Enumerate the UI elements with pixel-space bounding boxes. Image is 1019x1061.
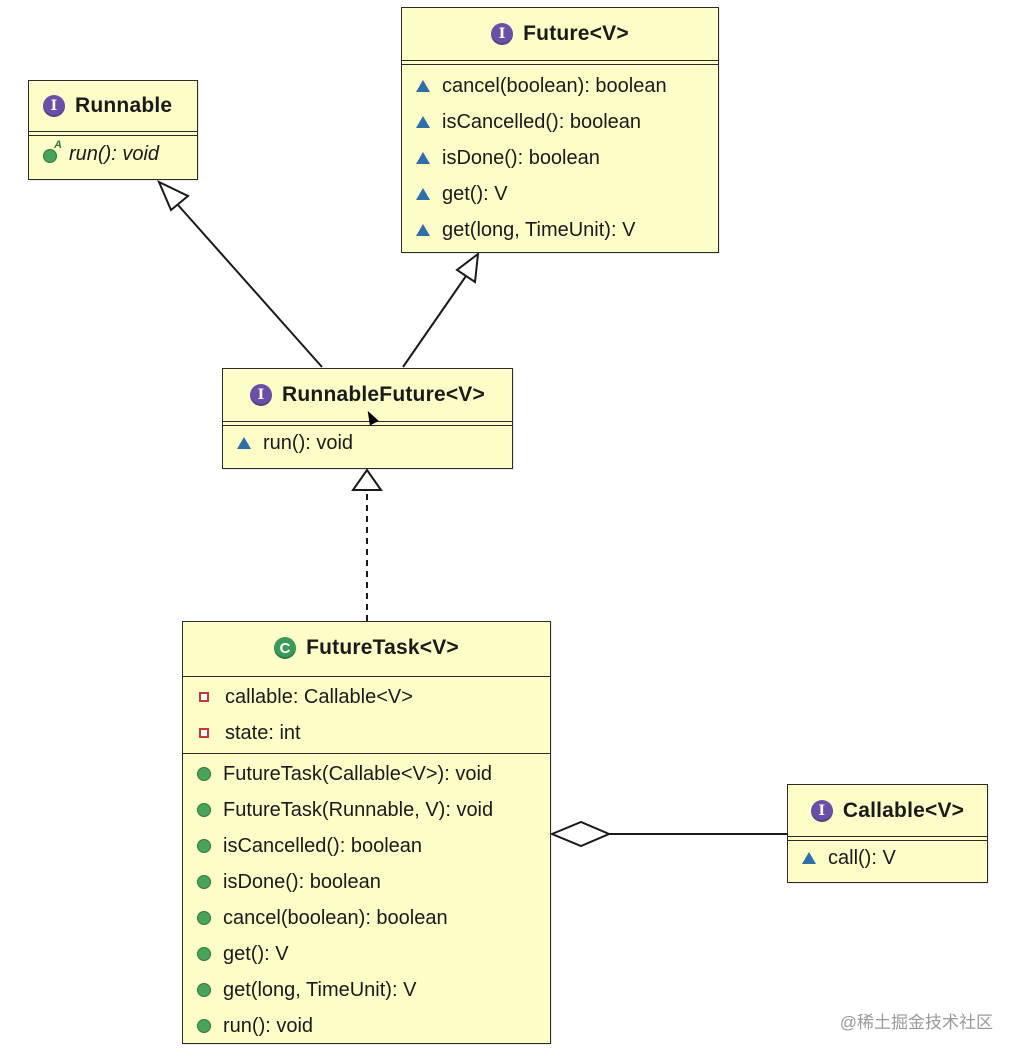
method-row: cancel(boolean): boolean bbox=[402, 68, 718, 104]
public-method-icon bbox=[197, 947, 211, 961]
method-row: run(): void bbox=[183, 1008, 550, 1044]
package-method-icon bbox=[237, 437, 251, 449]
box-callable[interactable]: I Callable<V> call(): V bbox=[787, 784, 988, 883]
field-label: state: int bbox=[225, 721, 301, 744]
generalization-arrowhead-future bbox=[455, 251, 480, 284]
box-future-task-title: FutureTask<V> bbox=[306, 636, 459, 659]
box-future-task-methods: FutureTask(Callable<V>): void FutureTask… bbox=[183, 754, 550, 1046]
box-runnable-future-methods: run(): void bbox=[223, 426, 512, 460]
package-method-icon bbox=[416, 224, 430, 236]
box-runnable[interactable]: I Runnable A run(): void bbox=[28, 80, 198, 180]
method-row: isDone(): boolean bbox=[183, 864, 550, 900]
package-method-icon bbox=[416, 116, 430, 128]
method-row: A run(): void bbox=[29, 137, 197, 171]
method-row: isCancelled(): boolean bbox=[183, 828, 550, 864]
interface-icon: I bbox=[250, 384, 273, 406]
box-runnable-future-title: RunnableFuture<V> bbox=[282, 383, 485, 406]
generalization-line-runnable bbox=[169, 195, 323, 368]
abstract-method-icon: A bbox=[43, 139, 63, 163]
compartment-divider bbox=[183, 676, 550, 677]
box-callable-methods: call(): V bbox=[788, 841, 987, 875]
watermark: @稀土掘金技术社区 bbox=[839, 1013, 993, 1032]
method-label: get(long, TimeUnit): V bbox=[442, 218, 636, 241]
method-row: get(long, TimeUnit): V bbox=[402, 212, 718, 248]
public-method-icon bbox=[197, 803, 211, 817]
box-future[interactable]: I Future<V> cancel(boolean): boolean isC… bbox=[401, 7, 719, 253]
compartment-divider bbox=[788, 836, 987, 841]
class-icon: C bbox=[274, 637, 297, 659]
method-row: isCancelled(): boolean bbox=[402, 104, 718, 140]
field-label: callable: Callable<V> bbox=[225, 685, 413, 708]
public-method-icon bbox=[197, 1019, 211, 1033]
box-future-task[interactable]: C FutureTask<V> callable: Callable<V> st… bbox=[182, 621, 551, 1044]
compartment-divider bbox=[183, 753, 550, 754]
method-row: call(): V bbox=[788, 841, 987, 875]
box-future-header: I Future<V> bbox=[402, 8, 718, 60]
method-label: cancel(boolean): boolean bbox=[223, 906, 448, 929]
method-row: get(): V bbox=[183, 936, 550, 972]
field-row: state: int bbox=[183, 715, 550, 751]
box-runnable-future-header: I RunnableFuture<V> bbox=[223, 369, 512, 421]
method-label: isCancelled(): boolean bbox=[442, 110, 642, 133]
box-runnable-title: Runnable bbox=[75, 94, 173, 117]
box-runnable-future[interactable]: I RunnableFuture<V> run(): void bbox=[222, 368, 513, 469]
public-method-icon bbox=[197, 839, 211, 853]
method-label: FutureTask(Runnable, V): void bbox=[223, 798, 494, 821]
method-label: run(): void bbox=[263, 431, 354, 454]
package-method-icon bbox=[416, 188, 430, 200]
method-row: get(long, TimeUnit): V bbox=[183, 972, 550, 1008]
box-future-task-fields: callable: Callable<V> state: int bbox=[183, 677, 550, 753]
method-label: isCancelled(): boolean bbox=[223, 834, 423, 857]
interface-icon: I bbox=[43, 95, 65, 117]
interface-icon: I bbox=[491, 23, 514, 45]
box-runnable-header: I Runnable bbox=[29, 81, 197, 131]
generalization-arrowhead-runnable bbox=[157, 179, 190, 212]
method-row: isDone(): boolean bbox=[402, 140, 718, 176]
compartment-divider bbox=[223, 421, 512, 426]
method-label: run(): void bbox=[69, 142, 160, 165]
method-row: get(): V bbox=[402, 176, 718, 212]
generalization-line-future bbox=[402, 275, 467, 368]
interface-icon: I bbox=[810, 799, 833, 822]
method-row: run(): void bbox=[223, 426, 512, 460]
box-future-title: Future<V> bbox=[523, 22, 629, 45]
method-label: FutureTask(Callable<V>): void bbox=[223, 762, 493, 785]
private-field-icon bbox=[199, 692, 209, 702]
public-method-icon bbox=[197, 875, 211, 889]
method-label: isDone(): boolean bbox=[442, 146, 600, 169]
method-label: isDone(): boolean bbox=[223, 870, 381, 893]
method-row: FutureTask(Runnable, V): void bbox=[183, 792, 550, 828]
private-field-icon bbox=[199, 728, 209, 738]
package-method-icon bbox=[416, 80, 430, 92]
realization-arrowhead bbox=[351, 468, 383, 491]
public-method-icon bbox=[197, 767, 211, 781]
box-future-task-header: C FutureTask<V> bbox=[183, 622, 550, 674]
method-row: cancel(boolean): boolean bbox=[183, 900, 550, 936]
box-callable-title: Callable<V> bbox=[842, 798, 965, 822]
method-row: FutureTask(Callable<V>): void bbox=[183, 756, 550, 792]
method-label: get(): V bbox=[223, 942, 289, 965]
box-callable-header: I Callable<V> bbox=[788, 785, 987, 836]
public-method-icon bbox=[197, 911, 211, 925]
field-row: callable: Callable<V> bbox=[183, 679, 550, 715]
box-runnable-methods: A run(): void bbox=[29, 136, 197, 172]
aggregation-diamond bbox=[549, 820, 612, 848]
compartment-divider bbox=[29, 131, 197, 136]
method-label: get(): V bbox=[442, 182, 508, 205]
method-label: cancel(boolean): boolean bbox=[442, 74, 667, 97]
package-method-icon bbox=[802, 852, 816, 864]
method-label: call(): V bbox=[828, 846, 896, 869]
method-label: get(long, TimeUnit): V bbox=[223, 978, 417, 1001]
compartment-divider bbox=[402, 60, 718, 65]
package-method-icon bbox=[416, 152, 430, 164]
method-label: run(): void bbox=[223, 1014, 314, 1037]
box-future-methods: cancel(boolean): boolean isCancelled(): … bbox=[402, 65, 718, 251]
public-method-icon bbox=[197, 983, 211, 997]
